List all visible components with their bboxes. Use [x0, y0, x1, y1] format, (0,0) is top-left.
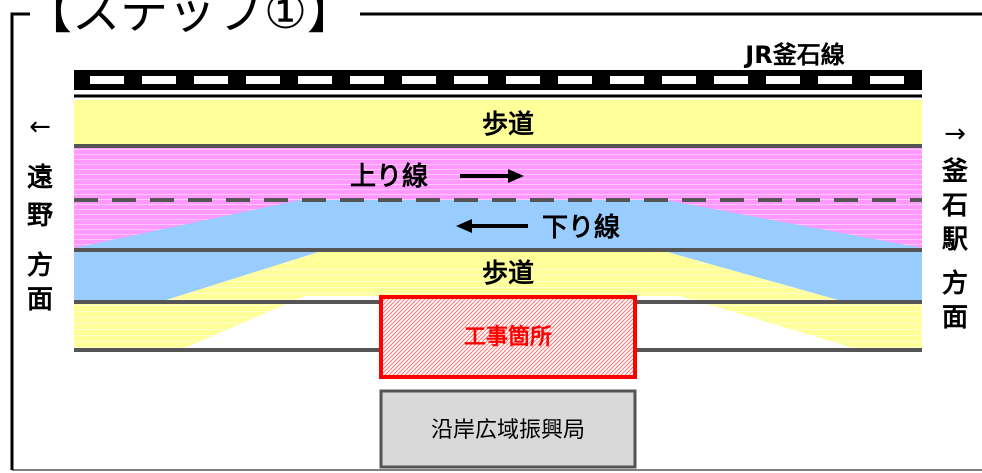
- down-lane-arrow: [456, 219, 528, 233]
- office-label: 沿岸広域振興局: [431, 418, 585, 443]
- lower-sidewalk-label: 歩道: [482, 258, 534, 289]
- outer-frame: [10, 12, 982, 470]
- construction-site: [379, 295, 637, 379]
- railway-track: [74, 70, 922, 90]
- up-lane-label: 上り線: [350, 161, 428, 192]
- construction-label: 工事箇所: [464, 324, 552, 350]
- railway-tie: [610, 76, 644, 84]
- railway-ties: [90, 76, 904, 84]
- right-direction-char: 方: [942, 268, 968, 299]
- step-title: 【ステップ①】: [24, 0, 355, 40]
- railway-tie: [246, 76, 280, 84]
- railway-tie: [714, 76, 748, 84]
- upper-sidewalk-label: 歩道: [482, 109, 534, 140]
- railway-tie: [506, 76, 540, 84]
- railway-tie: [870, 76, 904, 84]
- up-lane-arrow: [460, 169, 524, 183]
- right-direction-char: 面: [942, 303, 968, 333]
- railway-tie: [350, 76, 384, 84]
- railway-tie: [90, 76, 124, 84]
- lower-sidewalk-band: [74, 250, 922, 350]
- left-direction-char: 遠: [27, 163, 53, 193]
- railway-tie: [662, 76, 696, 84]
- railway-tie: [818, 76, 852, 84]
- right-direction-char: 釜: [941, 156, 969, 187]
- left-arrow-icon: ←: [29, 112, 51, 142]
- left-direction-char: 方: [27, 250, 53, 281]
- left-direction-char: 面: [27, 285, 53, 315]
- railway-tie: [402, 76, 436, 84]
- down-lane-shifted: [74, 200, 922, 302]
- railway-tie: [194, 76, 228, 84]
- railway-tie: [142, 76, 176, 84]
- right-arrow-icon: →: [944, 119, 966, 149]
- right-direction-char: 駅: [942, 225, 968, 255]
- railway-tie: [558, 76, 592, 84]
- railway-tie: [766, 76, 800, 84]
- railway-label: JR釜石線: [743, 41, 844, 69]
- upper-sidewalk: [74, 100, 922, 146]
- railway-tie: [298, 76, 332, 84]
- railway-tie: [454, 76, 488, 84]
- left-direction-char: 野: [27, 201, 53, 231]
- lower-sidewalk-fill: [290, 250, 700, 266]
- down-lane-label: 下り線: [542, 212, 620, 243]
- office-box: [379, 389, 637, 469]
- right-direction-char: 石: [941, 191, 968, 221]
